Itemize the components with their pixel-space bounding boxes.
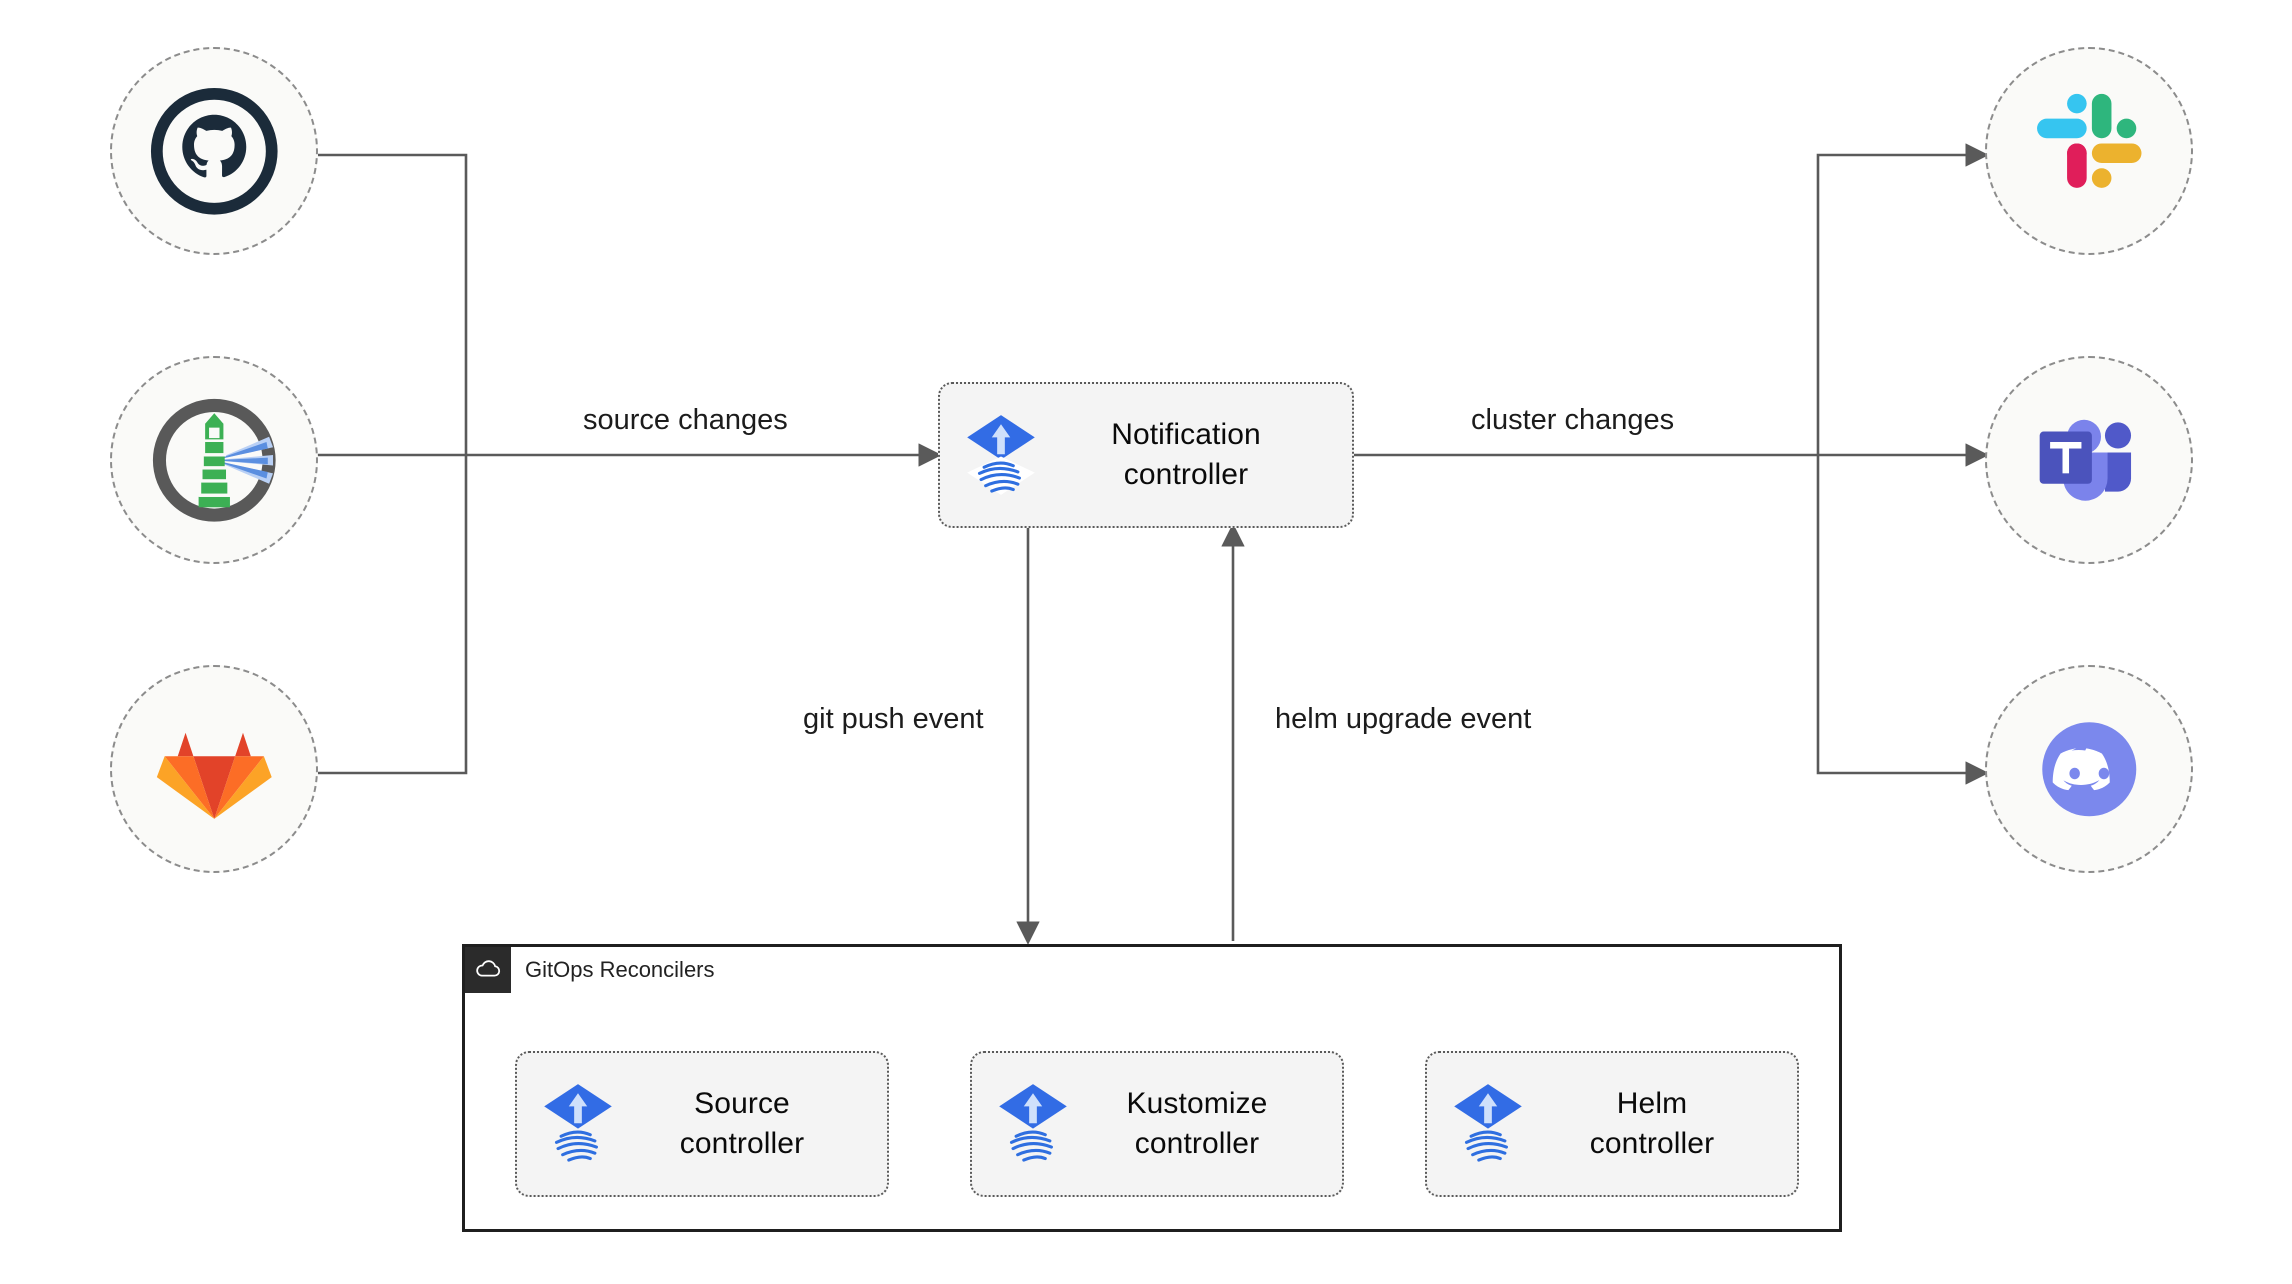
cloud-icon — [465, 947, 511, 993]
source-controller-node[interactable]: Source controller — [515, 1051, 889, 1197]
gitops-reconcilers-container: GitOps Reconcilers Source — [462, 944, 1842, 1232]
flux-logo-icon — [962, 412, 1040, 498]
edge-label-cluster-changes: cluster changes — [1471, 404, 1675, 436]
github-icon — [149, 86, 280, 217]
helm-controller-label: Helm controller — [1589, 1087, 1715, 1160]
source-controller-label: Source controller — [679, 1087, 805, 1160]
microsoft-teams-icon — [2024, 395, 2155, 526]
target-node-teams[interactable] — [1985, 356, 2193, 564]
kustomize-controller-node[interactable]: Kustomize controller — [970, 1051, 1344, 1197]
source-node-github[interactable] — [110, 47, 318, 255]
flux-lighthouse-icon — [149, 395, 280, 526]
notification-controller-node[interactable]: Notification controller — [938, 382, 1354, 528]
gitops-reconcilers-header: GitOps Reconcilers — [465, 947, 715, 993]
target-node-discord[interactable] — [1985, 665, 2193, 873]
flux-logo-icon — [539, 1081, 617, 1167]
edge-github-to-bus — [318, 153, 468, 455]
edge-label-git-push-event: git push event — [803, 703, 984, 735]
kustomize-controller-label: Kustomize controller — [1126, 1087, 1268, 1160]
gitlab-icon — [149, 704, 280, 835]
notification-controller-label: Notification controller — [1111, 418, 1261, 491]
edge-gitlab-to-bus — [318, 455, 468, 775]
source-node-flux[interactable] — [110, 356, 318, 564]
discord-icon — [2024, 704, 2155, 835]
slack-icon — [2024, 86, 2155, 217]
edge-label-helm-upgrade-event: helm upgrade event — [1275, 703, 1532, 735]
gitops-reconcilers-title: GitOps Reconcilers — [525, 957, 715, 982]
source-node-gitlab[interactable] — [110, 665, 318, 873]
flux-logo-icon — [1449, 1081, 1527, 1167]
edge-bus-to-discord — [1816, 455, 1989, 785]
edge-bus-to-slack — [1816, 143, 1989, 455]
helm-controller-node[interactable]: Helm controller — [1425, 1051, 1799, 1197]
edge-label-source-changes: source changes — [583, 404, 788, 436]
target-node-slack[interactable] — [1985, 47, 2193, 255]
flux-logo-icon — [994, 1081, 1072, 1167]
